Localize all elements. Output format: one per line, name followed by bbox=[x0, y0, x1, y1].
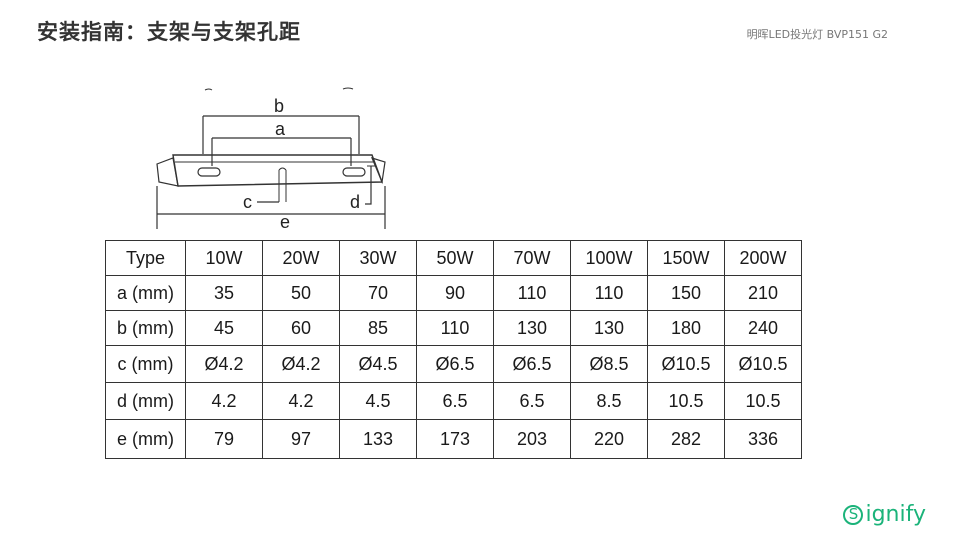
signify-logo-s-icon: S bbox=[843, 504, 864, 525]
table-cell: 180 bbox=[647, 310, 725, 346]
label-b: b bbox=[274, 96, 284, 116]
table-header-cell: 150W bbox=[647, 240, 725, 276]
table-cell: 90 bbox=[416, 275, 494, 311]
table-cell: 60 bbox=[262, 310, 340, 346]
table-cell: 173 bbox=[416, 419, 494, 459]
table-cell: 130 bbox=[493, 310, 571, 346]
table-row: d (mm) 4.2 4.2 4.5 6.5 6.5 8.5 10.5 10.5 bbox=[105, 382, 802, 420]
table-cell: 85 bbox=[339, 310, 417, 346]
table-header-cell: 70W bbox=[493, 240, 571, 276]
table-cell: 282 bbox=[647, 419, 725, 459]
bracket-right-tab bbox=[370, 157, 386, 185]
table-header-cell: 100W bbox=[570, 240, 648, 276]
table-cell: Ø10.5 bbox=[724, 345, 802, 383]
table-cell: Ø4.5 bbox=[339, 345, 417, 383]
table-cell: 110 bbox=[416, 310, 494, 346]
table-cell: 203 bbox=[493, 419, 571, 459]
table-cell: 79 bbox=[185, 419, 263, 459]
label-e: e bbox=[280, 212, 290, 231]
table-cell: 220 bbox=[570, 419, 648, 459]
slot-right bbox=[342, 167, 366, 177]
table-cell: 130 bbox=[570, 310, 648, 346]
table-cell: 10.5 bbox=[647, 382, 725, 420]
center-hole-top bbox=[278, 167, 287, 171]
table-row-label: a (mm) bbox=[105, 275, 186, 311]
table-cell: 6.5 bbox=[416, 382, 494, 420]
table-header-cell: 20W bbox=[262, 240, 340, 276]
table-cell: Ø6.5 bbox=[493, 345, 571, 383]
table-cell: Ø6.5 bbox=[416, 345, 494, 383]
table-header-row: Type 10W 20W 30W 50W 70W 100W 150W 200W bbox=[105, 240, 802, 276]
spec-table: Type 10W 20W 30W 50W 70W 100W 150W 200W … bbox=[105, 240, 802, 459]
table-cell: Ø8.5 bbox=[570, 345, 648, 383]
table-cell: Ø4.2 bbox=[185, 345, 263, 383]
diagram-top-arc-left bbox=[204, 88, 213, 91]
table-cell: 4.2 bbox=[185, 382, 263, 420]
table-cell: 110 bbox=[570, 275, 648, 311]
table-row-label: e (mm) bbox=[105, 419, 186, 459]
table-header-cell: 30W bbox=[339, 240, 417, 276]
table-cell: 97 bbox=[262, 419, 340, 459]
leader-d bbox=[365, 166, 372, 205]
table-cell: 110 bbox=[493, 275, 571, 311]
label-d: d bbox=[350, 192, 360, 212]
signify-logo-text: ignify bbox=[865, 502, 926, 527]
table-cell: 4.2 bbox=[262, 382, 340, 420]
table-cell: 50 bbox=[262, 275, 340, 311]
table-cell: Ø10.5 bbox=[647, 345, 725, 383]
table-row-label: d (mm) bbox=[105, 382, 186, 420]
label-a: a bbox=[275, 119, 286, 139]
table-cell: 4.5 bbox=[339, 382, 417, 420]
bracket-diagram: b a c d e bbox=[145, 86, 395, 232]
table-row: a (mm) 35 50 70 90 110 110 150 210 bbox=[105, 275, 802, 311]
table-header-cell: 200W bbox=[724, 240, 802, 276]
table-header-cell: 50W bbox=[416, 240, 494, 276]
label-c: c bbox=[243, 192, 252, 212]
table-cell: 133 bbox=[339, 419, 417, 459]
table-cell: 336 bbox=[724, 419, 802, 459]
slot-left bbox=[197, 167, 221, 177]
table-row-label: b (mm) bbox=[105, 310, 186, 346]
table-row: b (mm) 45 60 85 110 130 130 180 240 bbox=[105, 310, 802, 346]
bracket-left-tab bbox=[156, 157, 179, 187]
table-cell: 6.5 bbox=[493, 382, 571, 420]
table-cell: 8.5 bbox=[570, 382, 648, 420]
table-cell: 150 bbox=[647, 275, 725, 311]
diagram-top-arc-right bbox=[342, 87, 354, 90]
table-cell: 10.5 bbox=[724, 382, 802, 420]
table-header-cell: Type bbox=[105, 240, 186, 276]
product-name: 明晖LED投光灯 BVP151 G2 bbox=[746, 28, 888, 41]
table-cell: 35 bbox=[185, 275, 263, 311]
table-cell: Ø4.2 bbox=[262, 345, 340, 383]
table-cell: 70 bbox=[339, 275, 417, 311]
table-cell: 45 bbox=[185, 310, 263, 346]
table-row-label: c (mm) bbox=[105, 345, 186, 383]
page-title: 安装指南：支架与支架孔距 bbox=[37, 20, 301, 44]
table-row: e (mm) 79 97 133 173 203 220 282 336 bbox=[105, 419, 802, 459]
table-header-cell: 10W bbox=[185, 240, 263, 276]
table-cell: 240 bbox=[724, 310, 802, 346]
table-row: c (mm) Ø4.2 Ø4.2 Ø4.5 Ø6.5 Ø6.5 Ø8.5 Ø10… bbox=[105, 345, 802, 383]
signify-logo: S ignify bbox=[843, 502, 926, 527]
table-cell: 210 bbox=[724, 275, 802, 311]
